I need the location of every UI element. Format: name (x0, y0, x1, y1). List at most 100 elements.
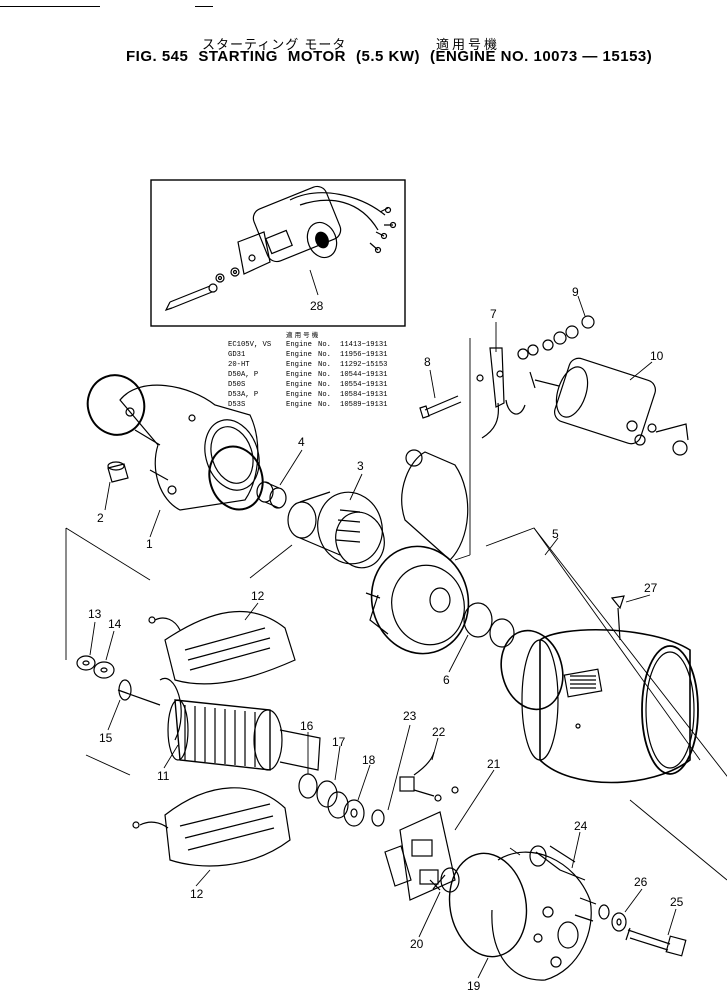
callout-20: 20 (410, 937, 424, 951)
row-model: 20-HT (228, 361, 250, 369)
callout-16: 16 (300, 719, 314, 733)
row-no: No. (318, 341, 331, 349)
japanese-title: スターティング モータ (202, 38, 347, 53)
part-4-bearing (256, 481, 287, 509)
callout-27: 27 (644, 581, 658, 595)
part-19-commutator-end-frame (448, 845, 597, 981)
callout-12-upper: 12 (251, 589, 265, 603)
part-25-through-bolt (625, 927, 687, 957)
callout-8: 8 (424, 355, 431, 369)
applicability-row: D50S Engine No. 10554~19131 (228, 381, 387, 389)
callout-9: 9 (572, 285, 579, 299)
part-5-yoke-assembly (365, 449, 699, 784)
part-6-bearing (463, 602, 515, 648)
row-range: 11956~19131 (340, 351, 387, 359)
part-10-solenoid-switch (529, 357, 689, 456)
figure-number: FIG. 545 (126, 48, 189, 65)
row-model: D53A, P (228, 391, 258, 399)
part-16-18-washers (298, 773, 365, 827)
callout-3: 3 (357, 459, 364, 473)
figure-name: STARTING (198, 48, 278, 65)
applicability-row: EC105V, VS Engine No. 11413~19131 (228, 341, 387, 349)
callout-23: 23 (403, 709, 417, 723)
inset-box (150, 179, 406, 327)
callout-25: 25 (670, 895, 684, 909)
callout-24: 24 (574, 819, 588, 833)
leader-lines (89, 269, 677, 979)
row-engine: Engine (286, 401, 312, 409)
row-range: 10544~19131 (340, 371, 387, 379)
callout-14: 14 (108, 617, 122, 631)
part-8-bolt (419, 395, 462, 419)
applicability-row: D53A, P Engine No. 10584~19131 (228, 391, 387, 399)
row-model: D53S (228, 401, 245, 409)
callout-28: 28 (310, 299, 324, 313)
callout-17: 17 (332, 735, 346, 749)
part-21-brush-plate (384, 811, 456, 901)
row-no: No. (318, 381, 331, 389)
applicability-row: 20-HT Engine No. 11292~15153 (228, 361, 387, 369)
figure-title: FIG. 545 STARTING MOTOR (5.5 KW) (ENGINE NO.… (126, 48, 662, 65)
callout-2: 2 (97, 511, 104, 525)
row-range: 10554~19131 (340, 381, 387, 389)
row-range: 11413~19131 (340, 341, 387, 349)
applicability-row: D53S Engine No. 10589~19131 (228, 401, 387, 409)
row-engine: Engine (286, 361, 312, 369)
callout-5: 5 (552, 527, 559, 541)
japanese-applicable-label: 適用号機 (436, 38, 501, 53)
callout-26: 26 (634, 875, 648, 889)
callout-12-lower: 12 (190, 887, 204, 901)
figure-name-2: MOTOR (287, 48, 346, 65)
top-rule-left (0, 6, 100, 7)
applicability-row: D50A, P Engine No. 10544~19131 (228, 371, 387, 379)
row-model: EC105V, VS (228, 341, 271, 349)
row-engine: Engine (286, 371, 312, 379)
callout-19: 19 (467, 979, 481, 993)
part-11-armature (117, 677, 321, 771)
callout-4: 4 (298, 435, 305, 449)
part-9-nuts (517, 315, 595, 360)
row-engine: Engine (286, 351, 312, 359)
callout-7: 7 (490, 307, 497, 321)
callout-18: 18 (362, 753, 376, 767)
part-1-drive-housing (86, 374, 264, 511)
row-no: No. (318, 361, 331, 369)
row-engine: Engine (286, 391, 312, 399)
row-engine: Engine (286, 381, 312, 389)
part-24-26-small-parts (598, 904, 627, 932)
top-rule-mid (195, 6, 213, 7)
row-engine: Engine (286, 341, 312, 349)
callout-6: 6 (443, 673, 450, 687)
callout-10: 10 (650, 349, 664, 363)
part-13-14-washers (76, 655, 115, 679)
row-range: 10589~19131 (340, 401, 387, 409)
applicability-row: GD31 Engine No. 11956~19131 (228, 351, 387, 359)
part-27-screw (610, 595, 625, 641)
row-no: No. (318, 371, 331, 379)
bracket-lines (65, 338, 727, 881)
figure-rating: (5.5 KW) (355, 48, 420, 65)
row-model: D50S (228, 381, 245, 389)
figure-engine-range: (ENGINE NO. 10073 — 15153) (429, 48, 653, 65)
callout-1: 1 (146, 537, 153, 551)
applicability-table: 適 用 号 機 EC105V, VS Engine No. 11413~1913… (228, 330, 387, 409)
callout-21: 21 (487, 757, 501, 771)
callout-22: 22 (432, 725, 446, 739)
part-28-solenoid (164, 185, 397, 312)
part-12-brush-holder-lower (132, 787, 291, 867)
part-22-23-brush-parts (371, 751, 459, 827)
part-12-brush-holder-upper (148, 610, 296, 685)
row-range: 10584~19131 (340, 391, 387, 399)
callouts: 1 2 3 4 5 6 7 8 9 10 11 12 12 13 14 15 1… (88, 285, 684, 993)
row-model: GD31 (228, 351, 245, 359)
applicability-header: 適 用 号 機 (286, 330, 319, 339)
row-model: D50A, P (228, 371, 258, 379)
callout-13: 13 (88, 607, 102, 621)
callout-15: 15 (99, 731, 113, 745)
part-3-pinion (287, 491, 385, 569)
row-no: No. (318, 391, 331, 399)
row-no: No. (318, 351, 331, 359)
callout-11: 11 (157, 769, 170, 783)
part-2-bushing (107, 461, 129, 483)
